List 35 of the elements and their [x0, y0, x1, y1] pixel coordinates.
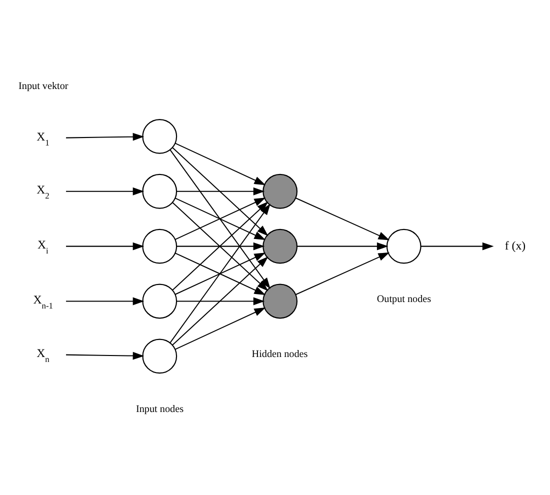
arrow [176, 296, 265, 305]
node-circle [142, 173, 178, 208]
arrow [66, 242, 144, 250]
arrow [172, 256, 268, 345]
node-text: f (x) [504, 238, 526, 252]
label: Hidden nodes [252, 348, 308, 360]
node-circle [262, 283, 298, 318]
node-text: X$_{n}$ [36, 345, 50, 364]
label: Input nodes [136, 404, 184, 415]
node-text: X$_{1}$ [36, 128, 50, 147]
arrow [175, 142, 266, 185]
node-circle [142, 228, 178, 264]
node-text: X$_{n-1}$ [33, 292, 54, 310]
node-circle [142, 283, 178, 318]
node-text: X$_{2}$ [36, 182, 50, 200]
node-circle [262, 228, 298, 264]
node-text: X$_{i}$ [38, 237, 48, 256]
node-circle [142, 118, 178, 154]
arrow [176, 242, 265, 250]
arrow [295, 252, 390, 295]
arrow [175, 307, 266, 350]
arrow [66, 132, 144, 140]
node-circle [262, 173, 298, 208]
label: Output nodes [376, 294, 432, 305]
arrow [420, 242, 494, 250]
node-circle [142, 338, 178, 374]
arrow [295, 197, 390, 240]
arrow [176, 186, 265, 195]
node-circle [386, 228, 422, 264]
arrow [66, 186, 144, 195]
label: Input vektor [18, 80, 68, 92]
arrow [66, 351, 144, 360]
arrow [297, 242, 388, 250]
arrow [175, 252, 266, 294]
arrow [66, 296, 144, 305]
